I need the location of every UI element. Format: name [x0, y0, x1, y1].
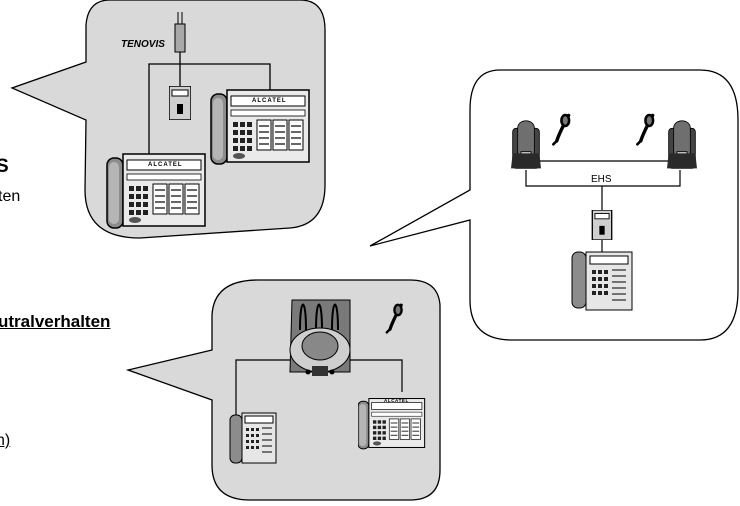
headset-base-icon [510, 120, 542, 169]
ehs-bus-label: EHS [591, 174, 612, 185]
top-bubble: TENOVIS ALCATEL ALCATEL [10, 0, 326, 239]
bottom-speech-bubble-shape [125, 279, 441, 501]
bottom-bubble: ALCATEL [125, 279, 441, 501]
heading-fragment: S [0, 156, 9, 177]
tenovis-logo-text: TENOVIS [121, 39, 165, 50]
interface-adapter-icon [169, 86, 191, 120]
phone-brand-label: ALCATEL [252, 98, 287, 104]
cable-plug-icon [174, 23, 186, 53]
headset-base-icon-2 [666, 120, 698, 169]
system-phone-icon [571, 251, 633, 311]
body-text-fragment: ten [0, 188, 21, 205]
alcatel-deskphone-icon-3 [358, 397, 426, 450]
underlined-heading-fragment: utralverhalten [0, 312, 111, 331]
right-speech-bubble-shape [369, 69, 739, 341]
system-phone-icon-2 [229, 412, 277, 464]
headset-amplifier-base-icon [289, 299, 351, 376]
phone-brand-label-3: ALCATEL [384, 398, 409, 403]
top-speech-bubble-shape [10, 0, 326, 239]
right-bubble: EHS [369, 69, 739, 341]
phone-brand-label-2: ALCATEL [148, 162, 183, 168]
underlined-text-fragment: n) [0, 432, 11, 449]
ehs-adapter-icon [591, 210, 613, 240]
